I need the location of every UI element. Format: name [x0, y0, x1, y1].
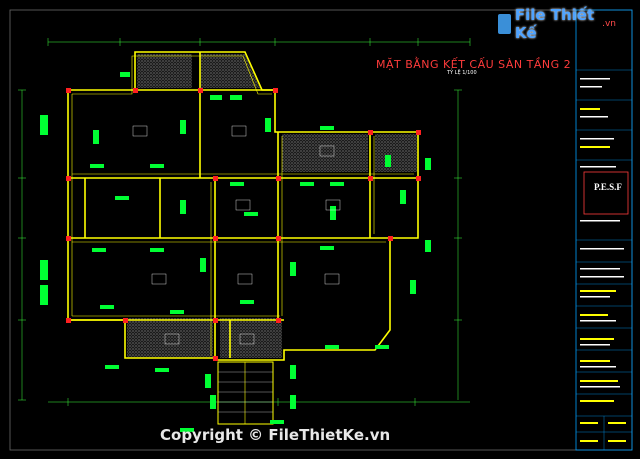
logo-tld: .vn — [602, 19, 616, 29]
file-icon — [498, 14, 511, 34]
dimension-lines-top — [47, 38, 471, 46]
beam-inner-lines — [71, 55, 414, 356]
dimension-lines-right — [454, 89, 462, 400]
copyright-watermark: Copyright © FileThietKe.vn — [160, 426, 391, 444]
logo-brand: File Thiết Kế — [514, 6, 595, 42]
hatched-slab-zones — [127, 54, 417, 358]
title-block — [575, 9, 633, 451]
drawing-title: MẶT BẰNG KẾT CẤU SÀN TẦNG 2 — [376, 58, 572, 71]
dimension-lines-left — [18, 89, 26, 401]
beam-outline — [67, 51, 419, 361]
slab-labels — [132, 125, 341, 345]
rebar-symbols — [40, 72, 431, 432]
drawing-scale: TỶ LỆ 1/100 — [447, 70, 477, 76]
site-logo: File Thiết Kế .vn — [498, 6, 616, 42]
sheet-border — [9, 9, 633, 451]
columns — [66, 88, 421, 361]
staircase — [217, 361, 274, 425]
company-logo-text: P.E.S.F — [594, 182, 622, 192]
